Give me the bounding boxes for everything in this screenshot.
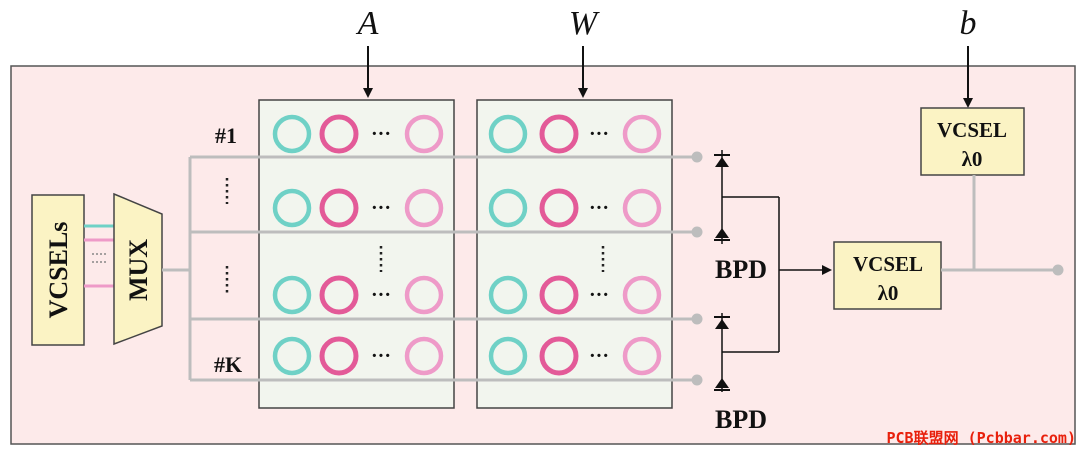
ring-w-r3-c2 — [539, 275, 579, 315]
ring-a-r2-c2 — [319, 188, 359, 228]
ring-w-r2-c3 — [622, 188, 662, 228]
ring-a-r3-c3 — [404, 275, 444, 315]
ring-dots-w-r1: ··· — [589, 123, 609, 145]
vcsel-bias-box — [920, 107, 1025, 176]
ring-dots-w-r3: ··· — [589, 284, 609, 306]
ring-w-r1-c3 — [622, 114, 662, 154]
wire-bus — [162, 155, 697, 382]
output-port — [1052, 264, 1064, 276]
ring-w-r1-c1 — [488, 114, 528, 154]
ring-a-r1-c1 — [272, 114, 312, 154]
ring-a-r2-c3 — [404, 188, 444, 228]
ring-a-r3-c2 — [319, 275, 359, 315]
ring-a-r2-c1 — [272, 188, 312, 228]
mux-label: MUX — [124, 239, 153, 301]
ring-dots-w-r4: ··· — [589, 345, 609, 367]
vcsel-mux-links — [84, 224, 114, 288]
bpd-bottom-label: BPD — [715, 405, 767, 434]
vcsels-box — [31, 194, 85, 346]
mux-block — [113, 192, 163, 346]
ring-dots-a-r3: ··· — [371, 284, 391, 306]
ring-w-r4-c1 — [488, 336, 528, 376]
ring-w-r4-c3 — [622, 336, 662, 376]
ring-a-r4-c3 — [404, 336, 444, 376]
ring-a-r1-c3 — [404, 114, 444, 154]
ring-w-r4-c2 — [539, 336, 579, 376]
ring-a-r1-c2 — [319, 114, 359, 154]
wire-endpoints — [691, 151, 703, 386]
bpd-bottom — [714, 313, 779, 392]
output-wire — [941, 175, 1058, 272]
bpd-top-label: BPD — [715, 255, 767, 284]
ring-dots-a-r1: ··· — [371, 123, 391, 145]
ring-dots-w-r2: ··· — [589, 197, 609, 219]
ring-w-r3-c3 — [622, 275, 662, 315]
microring-array: ··· ··· ··· ··· ··· ··· ··· ··· — [272, 114, 662, 376]
ring-dots-a-r2: ··· — [371, 197, 391, 219]
vcsels-label: VCSELs — [44, 222, 73, 319]
ring-dots-a-r4: ··· — [371, 345, 391, 367]
vcsel-output-line1: VCSEL — [853, 252, 923, 276]
row-label-last: #K — [214, 352, 242, 377]
ring-w-r3-c1 — [488, 275, 528, 315]
vcsel-output-line2: λ0 — [878, 281, 899, 305]
matrix-a-label: A — [356, 5, 379, 42]
ring-a-r4-c1 — [272, 336, 312, 376]
vcsel-bias-line1: VCSEL — [937, 118, 1007, 142]
ring-w-r2-c2 — [539, 188, 579, 228]
ring-w-r1-c2 — [539, 114, 579, 154]
ring-a-r4-c2 — [319, 336, 359, 376]
vcsel-bias-line2: λ0 — [962, 147, 983, 171]
bpd-top — [714, 150, 779, 244]
bias-label: b — [960, 5, 977, 42]
ring-a-r3-c1 — [272, 275, 312, 315]
matrix-w-label: W — [569, 5, 600, 42]
row-label-first: #1 — [215, 123, 237, 148]
watermark-text: PCB联盟网 (Pcbbar.com) — [887, 429, 1077, 447]
vcsel-output-box — [833, 241, 942, 310]
ring-w-r2-c1 — [488, 188, 528, 228]
